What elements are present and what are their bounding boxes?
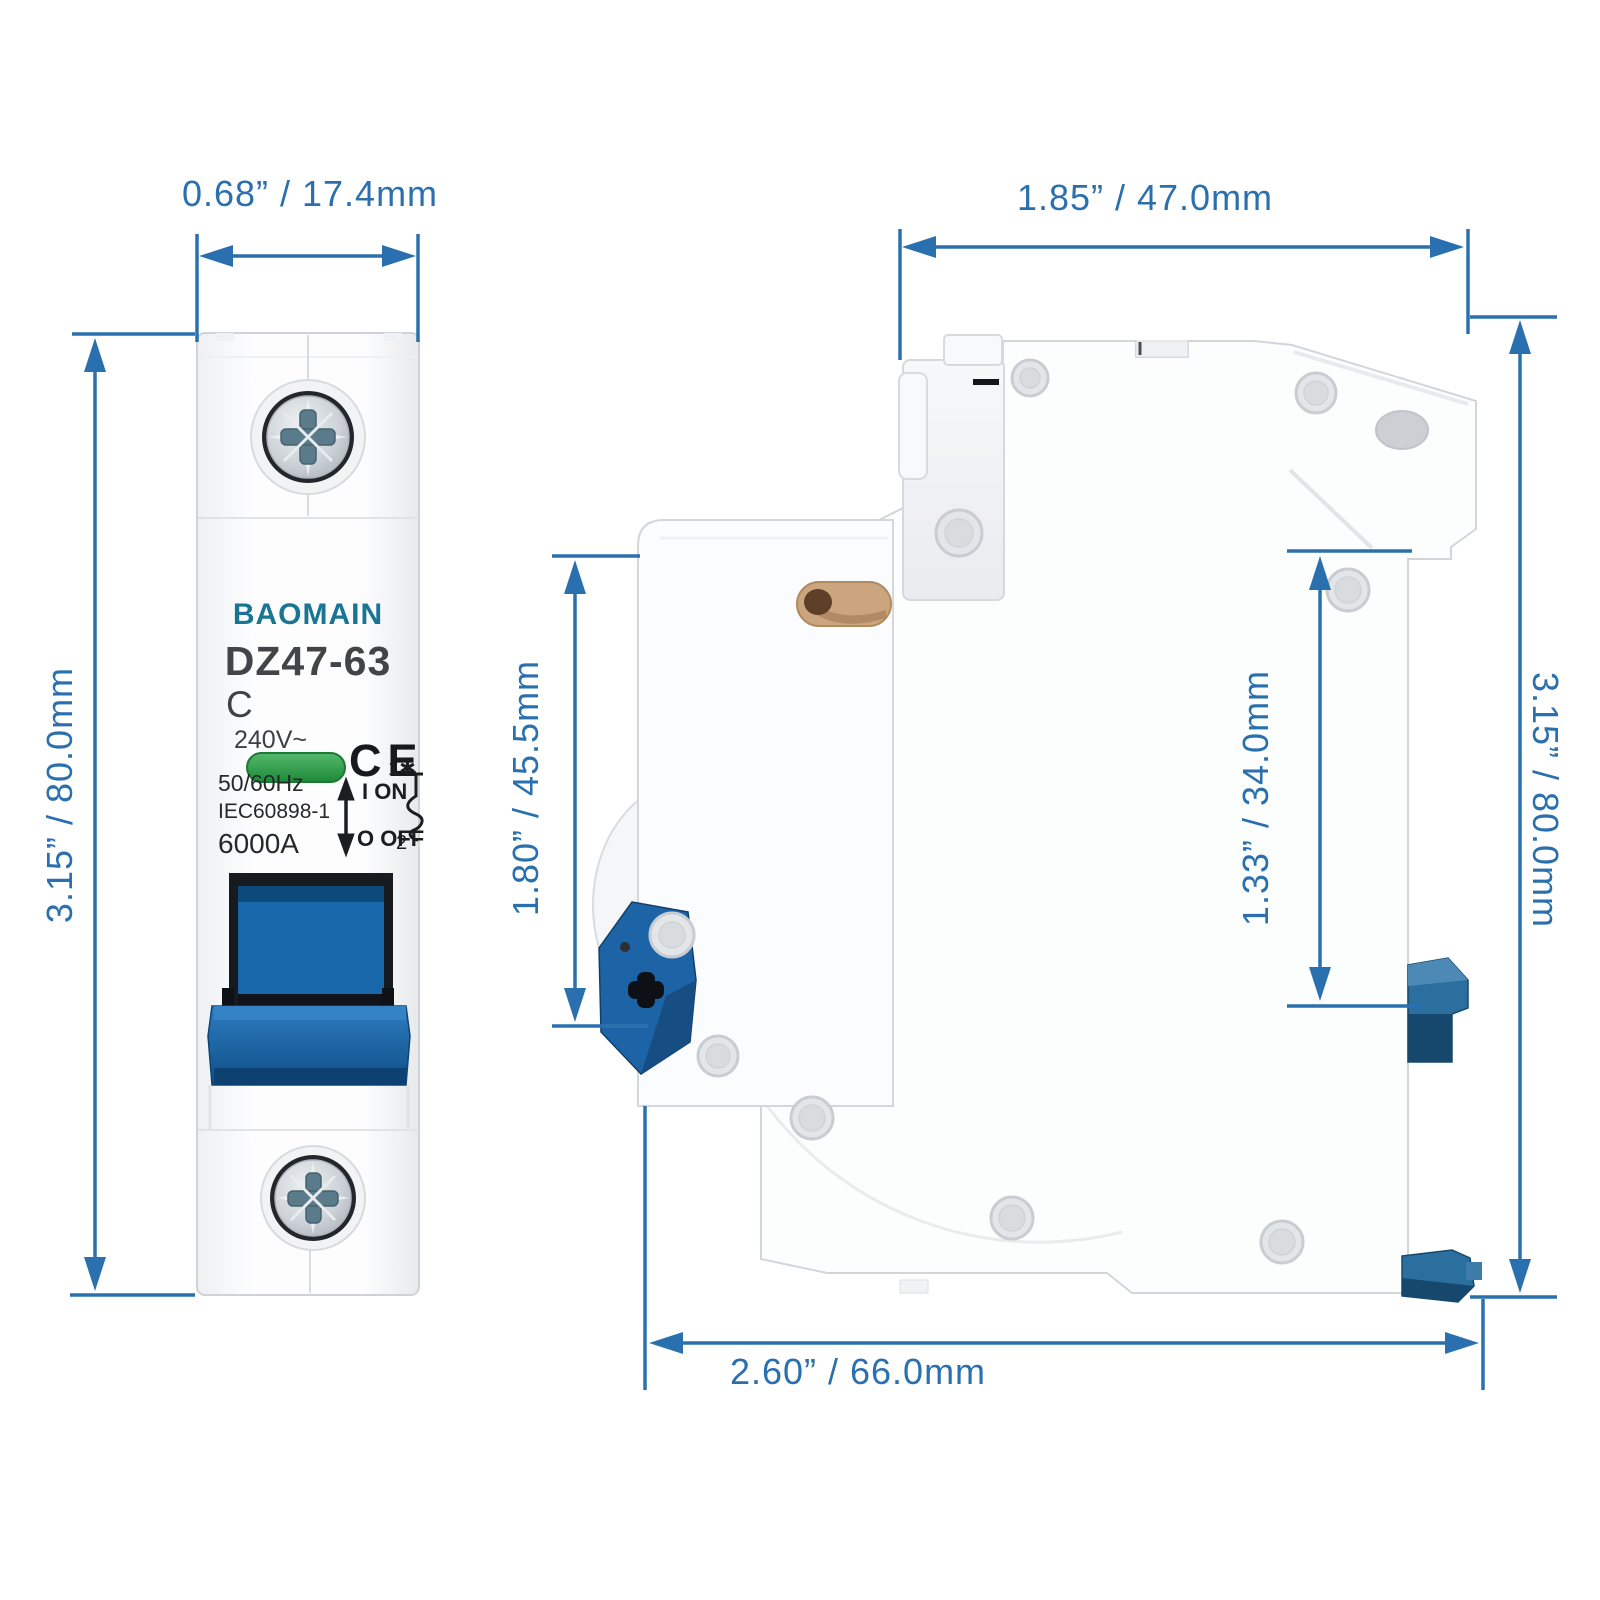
- dim-side-width-arrow: [898, 229, 1470, 360]
- dim-front-height-label: 3.15” / 80.0mm: [39, 666, 80, 924]
- dim-rail-offset-arrow: [1287, 549, 1422, 1008]
- bottom-terminal-screw-icon: [260, 1145, 366, 1251]
- dim-bottom-width-arrow: [643, 1106, 1485, 1390]
- dim-front-width-label: 0.68” / 17.4mm: [181, 173, 439, 214]
- dim-rail-offset-label: 1.33” / 34.0mm: [1235, 669, 1276, 927]
- dim-side-height-arrow: [1470, 315, 1557, 1299]
- top-terminal-screw-icon: [250, 379, 366, 495]
- voltage-rating: 240V~: [234, 726, 307, 754]
- toggle-switch: [207, 873, 411, 1086]
- model-number: DZ47-63: [224, 638, 392, 684]
- dimension-annotations: [70, 229, 1557, 1390]
- din-clip-lower: [1401, 1249, 1482, 1303]
- standard-label: IEC60898-1: [218, 800, 331, 823]
- side-top-terminal: [898, 334, 1005, 601]
- off-label: O OFF: [357, 826, 425, 851]
- terminal-slot: [973, 379, 999, 385]
- pin-hole: [620, 942, 630, 952]
- brand-logo: BAOMAIN: [232, 598, 384, 631]
- frequency-rating: 50/60Hz: [218, 770, 304, 796]
- dim-side-width-label: 1.85” / 47.0mm: [1016, 177, 1274, 218]
- on-label: I ON: [362, 779, 408, 804]
- terminal-2-label: 2: [396, 832, 408, 854]
- mounting-hole: [1375, 410, 1429, 450]
- dim-side-height-label: 3.15” / 80.0mm: [1525, 671, 1566, 929]
- terminal-1-label: 1✱: [388, 758, 416, 780]
- status-indicator: [246, 752, 346, 783]
- busbar-slot: [796, 581, 892, 627]
- tripping-curve: C: [226, 684, 253, 725]
- side-view: [592, 334, 1482, 1303]
- trip-curve-icon: [406, 772, 424, 842]
- dim-front-width-arrow: [195, 234, 420, 342]
- rivets: [648, 358, 1371, 1265]
- on-off-arrow-icon: [337, 776, 355, 858]
- dim-upper-height-label: 1.80” / 45.5mm: [505, 659, 546, 917]
- dim-bottom-width-label: 2.60” / 66.0mm: [729, 1351, 987, 1392]
- dim-upper-height-arrow: [552, 554, 648, 1028]
- din-clip-upper: [1407, 957, 1469, 1063]
- front-view: [196, 332, 424, 1296]
- ce-mark: CE: [349, 735, 424, 786]
- dim-front-height-arrow: [70, 332, 195, 1297]
- breaking-capacity: 6000A: [218, 828, 299, 859]
